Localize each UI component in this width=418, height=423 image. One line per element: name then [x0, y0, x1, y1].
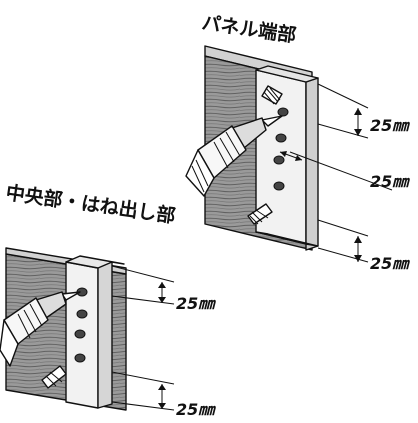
end-connector-flange — [305, 77, 319, 251]
dimension-label: 25㎜ — [176, 294, 215, 313]
dimension-label: 25㎜ — [370, 254, 409, 273]
hand — [0, 319, 19, 367]
screw-holes — [273, 107, 289, 191]
screw-hole — [74, 353, 86, 363]
screw-hole — [273, 181, 285, 191]
middle-connector-fin — [97, 261, 113, 409]
screwdriver-bit — [261, 115, 283, 127]
screw-top — [261, 85, 283, 105]
screw-hole — [273, 155, 285, 165]
middle-figure — [0, 247, 175, 411]
screw-hole — [76, 309, 88, 319]
end-connector-top — [255, 65, 319, 83]
screwdriver — [185, 115, 283, 197]
middle-connector-top — [65, 255, 125, 269]
dimension-label: 25㎜ — [370, 116, 409, 135]
dimension-label: 25㎜ — [370, 172, 409, 191]
dimension-lines — [111, 265, 175, 411]
panel-end-figure — [185, 45, 393, 263]
screw-holes — [74, 287, 88, 363]
screw-bottom — [41, 365, 67, 389]
end-connector-bottom — [255, 231, 319, 247]
screw-bottom — [247, 203, 273, 225]
dimension-lines — [279, 83, 393, 263]
screw-hole — [277, 107, 289, 117]
screw-hole — [74, 329, 86, 339]
screwdriver — [0, 291, 81, 367]
screw-hole — [275, 133, 287, 143]
dimension-label: 25㎜ — [176, 400, 215, 419]
